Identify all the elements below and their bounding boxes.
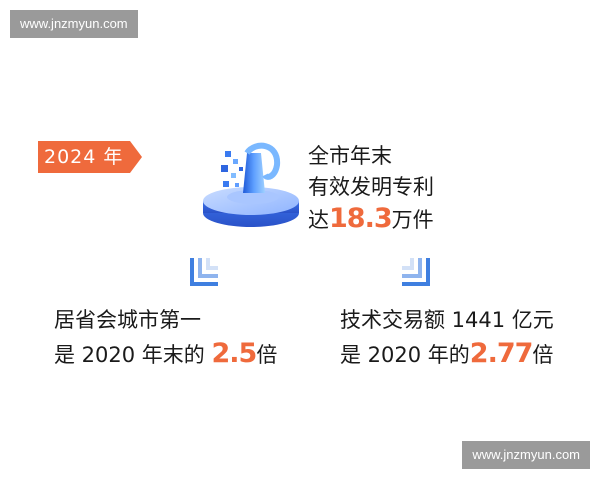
top-stat-line1: 全市年末 — [308, 144, 392, 168]
top-stat-value: 18.3 — [329, 203, 393, 234]
top-stat-line3: 达18.3万件 — [308, 203, 434, 236]
left-stat-line1: 居省会城市第一 — [54, 308, 201, 332]
right-stat-suffix: 倍 — [532, 343, 554, 367]
chevron-down-right-icon — [402, 258, 430, 286]
left-stat: 居省会城市第一 是 2020 年末的 2.5倍 — [54, 304, 277, 372]
right-stat-prefix: 是 2020 年的 — [340, 343, 470, 367]
left-stat-prefix: 是 2020 年末的 — [54, 343, 205, 367]
left-stat-line2: 是 2020 年末的 2.5倍 — [54, 337, 277, 372]
watermark-top: www.jnzmyun.com — [10, 10, 138, 38]
year-tag-label: 2024 年 — [44, 146, 124, 168]
top-stat-prefix: 达 — [308, 208, 329, 232]
right-stat-value: 2.77 — [469, 338, 534, 369]
left-stat-value: 2.5 — [211, 338, 257, 369]
top-stat: 全市年末 有效发明专利 达18.3万件 — [308, 141, 434, 236]
year-tag-background — [38, 141, 142, 173]
left-stat-suffix: 倍 — [256, 343, 278, 367]
top-stat-line2: 有效发明专利 — [308, 175, 434, 199]
chevron-down-left-icon — [190, 258, 218, 286]
right-stat-line2: 是 2020 年的2.77倍 — [340, 337, 554, 372]
watermark-bottom: www.jnzmyun.com — [462, 441, 590, 469]
top-stat-suffix: 万件 — [391, 208, 434, 232]
right-stat-line1: 技术交易额 1441 亿元 — [340, 308, 554, 332]
year-tag: 2024 年 — [38, 141, 142, 173]
trophy-icon — [203, 142, 299, 227]
right-stat: 技术交易额 1441 亿元 是 2020 年的2.77倍 — [340, 304, 554, 372]
